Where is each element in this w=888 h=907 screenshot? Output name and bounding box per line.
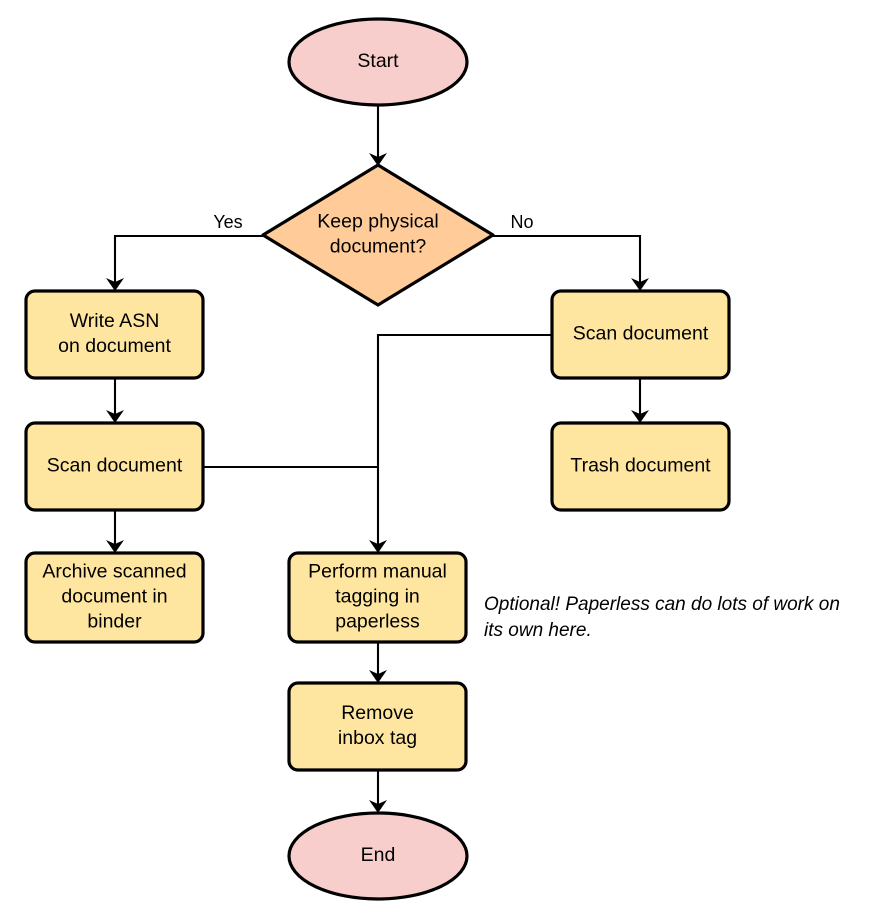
node-shape-diamond <box>261 163 495 307</box>
arrowhead-icon <box>369 153 387 166</box>
node-label: Remove <box>341 702 414 724</box>
annotation-optional-note: Optional! Paperless can do lots of work … <box>484 594 840 641</box>
annotations-layer: Optional! Paperless can do lots of work … <box>484 594 840 641</box>
connector-tagging-to-remove-inbox <box>369 642 387 683</box>
node-label: on document <box>58 335 171 357</box>
arrowhead-icon <box>106 278 124 291</box>
node-label: Start <box>357 50 399 72</box>
connector-write-asn-to-scan-left <box>106 378 124 423</box>
connector-decision-no: No <box>493 212 649 291</box>
connector-line <box>493 234 642 285</box>
node-label: Archive scanned <box>42 561 186 583</box>
node-keep-physical-document[interactable]: Keep physical document? <box>261 163 495 307</box>
node-shape-rect <box>287 551 468 644</box>
node-scan-document-right[interactable]: Scan document <box>550 289 731 380</box>
edge-label-decision-no: No <box>510 212 533 232</box>
arrowhead-icon <box>369 670 387 683</box>
annotation-line: its own here. <box>484 620 592 641</box>
node-trash-document[interactable]: Trash document <box>550 421 731 512</box>
connector-line <box>376 333 552 547</box>
node-shape-rect <box>24 421 205 512</box>
node-shape-ellipse <box>287 811 469 901</box>
node-label: Write ASN <box>70 310 160 332</box>
arrowhead-icon <box>106 540 124 553</box>
connector-scan-right-to-tagging <box>369 333 552 553</box>
node-label: Keep physical <box>317 211 438 233</box>
node-label: document? <box>330 236 427 258</box>
connector-scan-left-to-archive <box>106 510 124 553</box>
node-shape-ellipse <box>287 17 469 107</box>
arrowhead-icon <box>106 410 124 423</box>
node-end[interactable]: End <box>287 811 469 901</box>
node-label: paperless <box>335 611 420 633</box>
connector-scan-right-to-trash <box>631 378 649 423</box>
connector-remove-inbox-to-end <box>369 770 387 813</box>
node-scan-document-left[interactable]: Scan document <box>24 421 205 512</box>
arrowhead-icon <box>369 540 387 553</box>
arrowhead-icon <box>631 278 649 291</box>
node-remove-inbox-tag[interactable]: Remove inbox tag <box>287 681 468 772</box>
connectors-layer: Yes No <box>106 105 649 813</box>
node-archive-scanned-document-in-binder[interactable]: Archive scanned document in binder <box>24 551 205 644</box>
node-perform-manual-tagging-in-paperless[interactable]: Perform manual tagging in paperless <box>287 551 468 644</box>
connector-line <box>113 234 263 285</box>
annotation-line: Optional! Paperless can do lots of work … <box>484 594 840 615</box>
node-label: inbox tag <box>338 727 417 749</box>
node-label: End <box>361 844 396 866</box>
node-label: binder <box>87 611 142 633</box>
node-shape-rect <box>24 551 205 644</box>
node-label: Perform manual <box>308 561 447 583</box>
node-shape-rect <box>550 289 731 380</box>
node-shape-rect <box>24 289 205 380</box>
node-shape-rect <box>550 421 731 512</box>
connector-decision-yes: Yes <box>106 212 263 291</box>
node-label: Trash document <box>570 455 711 477</box>
node-label: Scan document <box>573 323 709 345</box>
connector-start-to-decision <box>369 105 387 166</box>
node-label: document in <box>61 586 167 608</box>
node-shape-rect <box>287 681 468 772</box>
node-write-asn-on-document[interactable]: Write ASN on document <box>24 289 205 380</box>
node-label: Scan document <box>47 455 183 477</box>
arrowhead-icon <box>631 410 649 423</box>
node-start[interactable]: Start <box>287 17 469 107</box>
node-label: tagging in <box>335 586 420 608</box>
arrowhead-icon <box>369 800 387 813</box>
edge-label-decision-yes: Yes <box>213 212 242 232</box>
